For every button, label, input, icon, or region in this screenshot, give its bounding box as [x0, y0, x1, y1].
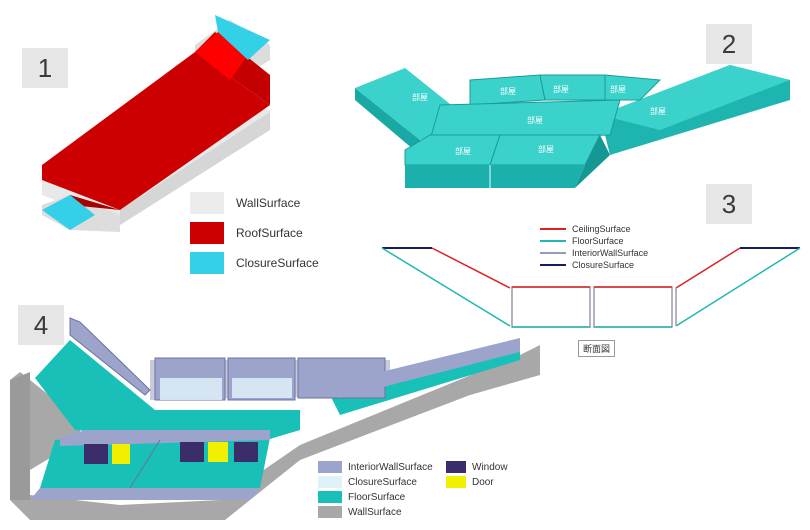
- room-divider: [129, 439, 161, 489]
- roof-surface: [42, 52, 270, 210]
- legend-label: Door: [472, 476, 494, 488]
- legend-label: FloorSurface: [348, 491, 406, 503]
- legend-label: InteriorWallSurface: [348, 461, 433, 473]
- legend-item-closure: ClosureSurface: [540, 260, 634, 270]
- legend-item-window: Window: [446, 461, 508, 473]
- legend-item-wall: WallSurface: [318, 506, 402, 518]
- closure-line-swatch: [540, 264, 566, 266]
- room-volume: [604, 74, 662, 101]
- legend-label: InteriorWallSurface: [572, 248, 649, 258]
- floor-line: [675, 247, 801, 327]
- room-volume: [600, 65, 790, 130]
- room-label: 部屋: [553, 84, 569, 94]
- legend-item-ceiling: CeilingSurface: [540, 224, 631, 234]
- legend-item-door: Door: [446, 476, 494, 488]
- legend-item-roof: RoofSurface: [190, 222, 303, 244]
- roof-swatch: [190, 222, 224, 244]
- wall-swatch: [318, 506, 342, 518]
- legend-label: FloorSurface: [572, 236, 624, 246]
- room-label: 部屋: [538, 144, 554, 154]
- door: [208, 442, 228, 462]
- room-label: 部屋: [527, 115, 543, 125]
- closure-surface: [160, 378, 222, 400]
- interior-wall-surface: [340, 338, 520, 398]
- legend-item-closure: ClosureSurface: [190, 252, 319, 274]
- room-label: 部屋: [610, 84, 626, 94]
- panel-3-number: 3: [706, 184, 752, 224]
- panel-1-number: 1: [22, 48, 68, 88]
- panel-2-number: 2: [706, 24, 752, 64]
- window: [234, 442, 258, 462]
- ceiling-line: [431, 247, 511, 289]
- window: [84, 444, 108, 464]
- floor-line-swatch: [540, 240, 566, 242]
- floor-line: [381, 247, 511, 327]
- room-label: 部屋: [455, 146, 471, 156]
- legend-label: WallSurface: [348, 506, 402, 518]
- door-swatch: [446, 476, 466, 488]
- window: [180, 442, 204, 462]
- legend-item-interior-wall: InteriorWallSurface: [318, 461, 433, 473]
- legend-item-floor: FloorSurface: [318, 491, 405, 503]
- ceiling-line-swatch: [540, 228, 566, 230]
- roof-surface: [195, 32, 248, 80]
- wall-surface: [10, 372, 30, 500]
- closure-swatch: [190, 252, 224, 274]
- closure-surface: [215, 15, 270, 60]
- interior-wall-swatch: [318, 461, 342, 473]
- closure-surface: [232, 378, 292, 398]
- room-label: 部屋: [650, 106, 666, 116]
- legend-label: ClosureSurface: [572, 260, 635, 270]
- legend-label: ClosureSurface: [348, 476, 417, 488]
- closure-swatch: [318, 476, 342, 488]
- door: [112, 444, 130, 464]
- ceiling-line: [675, 247, 741, 289]
- wall-surface: [10, 345, 540, 520]
- floor-swatch: [318, 491, 342, 503]
- room-label: 部屋: [500, 86, 516, 96]
- legend-label: RoofSurface: [236, 226, 303, 240]
- legend-item-interior-wall: InteriorWallSurface: [540, 248, 648, 258]
- interior-wall-surface: [30, 488, 260, 500]
- room-label: 部屋: [412, 92, 428, 102]
- closure-surface: [42, 195, 95, 230]
- legend-item-closure: ClosureSurface: [318, 476, 417, 488]
- room-volume: [405, 165, 585, 188]
- legend-item-wall: WallSurface: [190, 192, 300, 214]
- interior-wall-line-swatch: [540, 252, 566, 254]
- interior-wall-surface: [69, 317, 151, 396]
- panel-4-number: 4: [18, 305, 64, 345]
- legend-label: ClosureSurface: [236, 256, 319, 270]
- legend-label: CeilingSurface: [572, 224, 631, 234]
- legend-label: Window: [472, 461, 508, 473]
- room-volume: [429, 99, 621, 141]
- section-caption: 断面図: [578, 340, 616, 357]
- floor-surface: [35, 340, 155, 430]
- room-volume: [575, 135, 610, 188]
- interior-wall-surface: [60, 430, 270, 446]
- window-swatch: [446, 461, 466, 473]
- wall-surface: [120, 110, 270, 225]
- legend-label: WallSurface: [236, 196, 301, 210]
- wall-swatch: [190, 192, 224, 214]
- legend-item-floor: FloorSurface: [540, 236, 624, 246]
- room-volume: [355, 88, 420, 155]
